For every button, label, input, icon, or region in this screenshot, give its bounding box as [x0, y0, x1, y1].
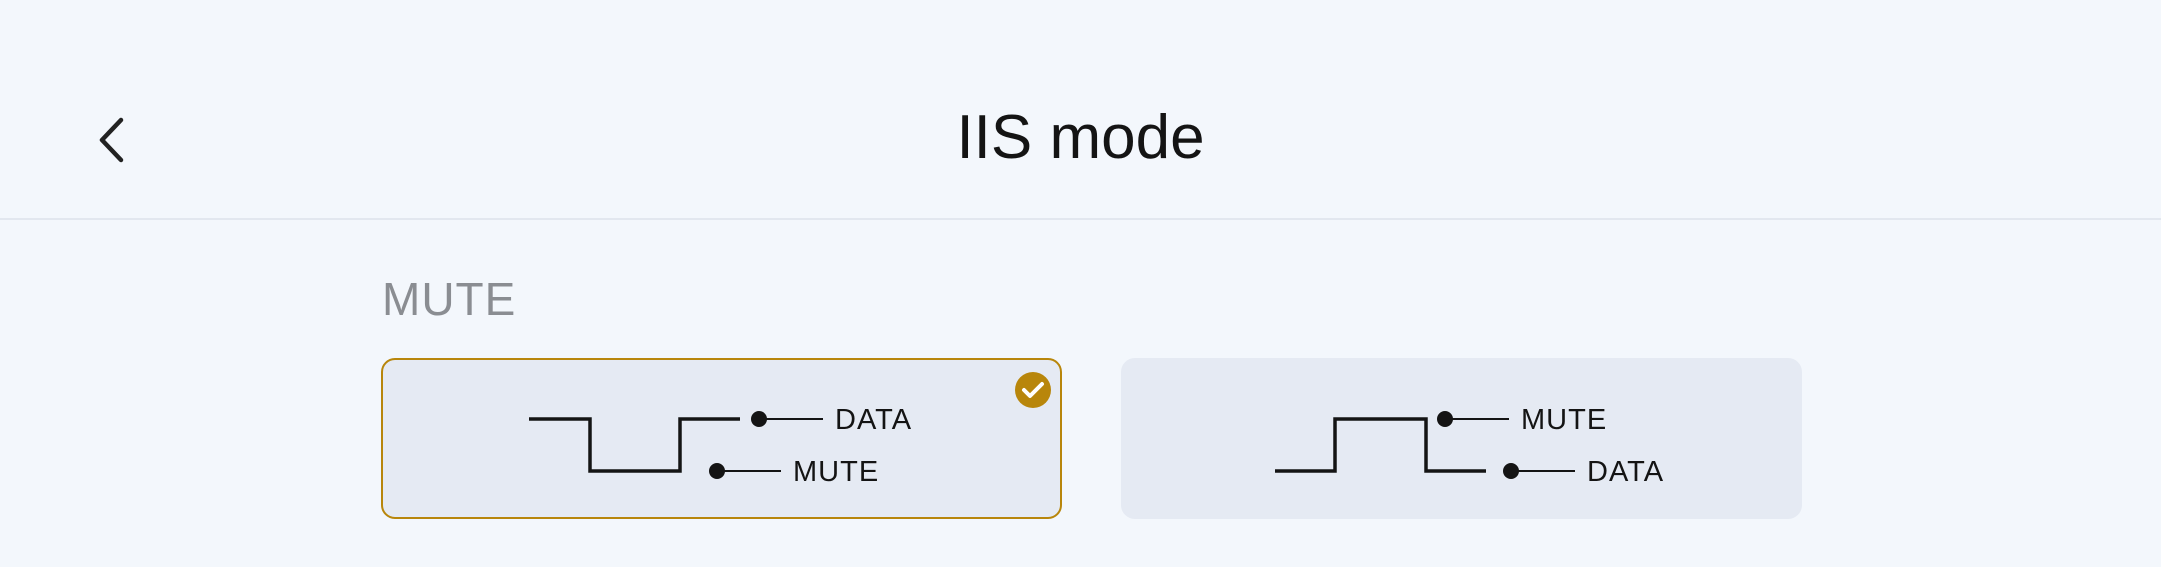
mute-option-card-2[interactable]: MUTE DATA [1121, 358, 1802, 519]
top-signal-label: DATA [835, 404, 912, 436]
section-label: MUTE [382, 273, 517, 325]
back-button[interactable] [80, 100, 144, 180]
page-title: IIS mode [956, 103, 1205, 172]
header-bar: IIS mode [0, 0, 2161, 220]
waveform-diagram: MUTE DATA [1275, 404, 1664, 488]
bottom-signal-label: DATA [1587, 456, 1664, 488]
chevron-left-icon [99, 117, 124, 163]
mute-option-card-1[interactable]: DATA MUTE [381, 358, 1062, 519]
waveform-diagram: DATA MUTE [529, 404, 912, 488]
bottom-signal-label: MUTE [793, 456, 879, 488]
check-circle-icon [1015, 372, 1051, 408]
top-signal-label: MUTE [1521, 404, 1607, 436]
